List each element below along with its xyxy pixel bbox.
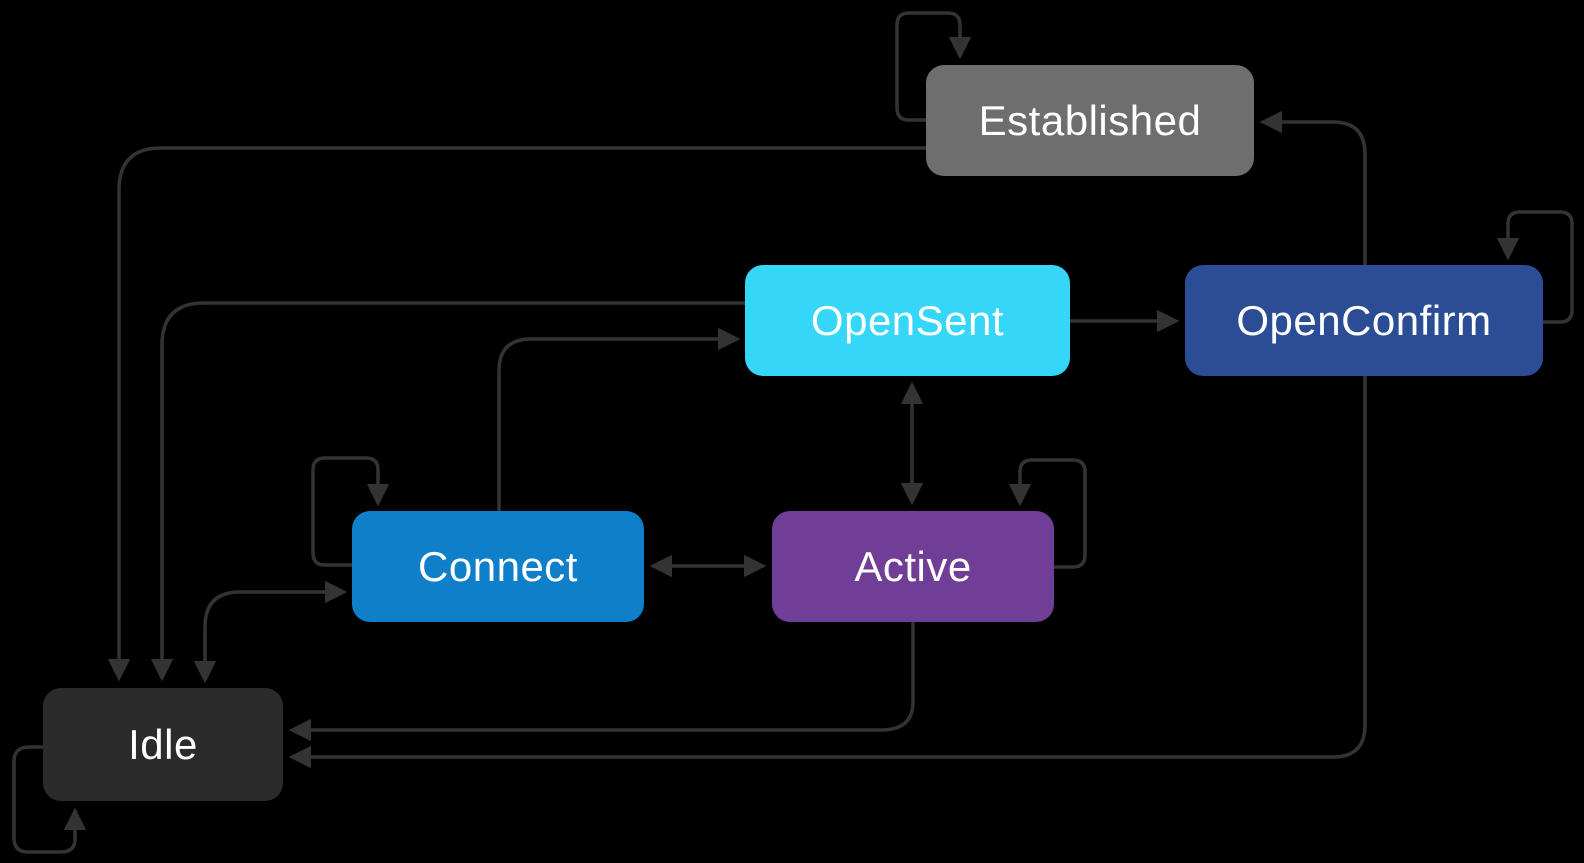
state-idle: Idle <box>43 688 283 801</box>
edge-connect-to-opensent <box>497 327 741 511</box>
edge-openconfirm-self <box>1496 210 1574 324</box>
state-active: Active <box>772 511 1054 622</box>
state-connect: Connect <box>352 511 644 622</box>
state-established: Established <box>926 65 1254 176</box>
state-active-label: Active <box>854 542 972 590</box>
state-established-label: Established <box>978 96 1202 144</box>
state-openconfirm: OpenConfirm <box>1185 265 1543 376</box>
edge-idle-connect-bidirectional <box>193 580 348 684</box>
edge-active-to-idle <box>288 622 915 742</box>
edge-opensent-to-idle <box>150 301 745 682</box>
state-idle-label: Idle <box>128 720 198 768</box>
edge-established-self <box>895 11 972 122</box>
edge-active-self <box>1008 458 1087 569</box>
state-opensent: OpenSent <box>745 265 1070 376</box>
state-opensent-label: OpenSent <box>810 296 1005 344</box>
state-connect-label: Connect <box>418 542 578 590</box>
edge-openconfirm-to-idle <box>288 376 1367 769</box>
edge-connect-self <box>311 456 390 567</box>
edge-openconfirm-to-established <box>1259 110 1367 265</box>
edge-established-to-idle <box>107 146 926 682</box>
state-openconfirm-label: OpenConfirm <box>1236 296 1492 344</box>
edge-idle-self <box>12 745 87 854</box>
